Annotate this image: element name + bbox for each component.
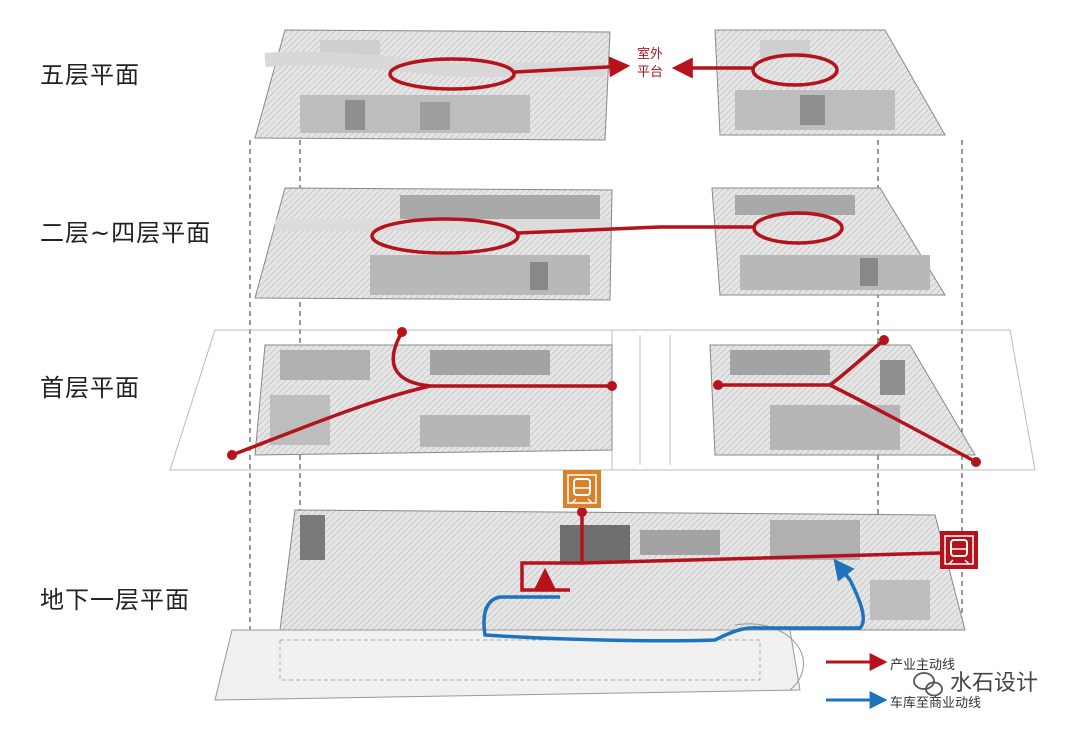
wechat-icon: [913, 672, 943, 697]
watermark: 水石设计: [913, 671, 1038, 697]
floor-5-route: [388, 53, 839, 91]
metro-train-icon: [940, 531, 978, 569]
callout-outdoor-line1: 室外: [637, 46, 663, 62]
floor-1-route: [231, 331, 977, 464]
floor-1-plan: [254, 344, 976, 456]
legend-garage-route-label: 车库至商业动线: [890, 695, 981, 711]
metro-left-node: [577, 507, 587, 517]
legend-main-route-label: 产业主动线: [890, 658, 955, 673]
floor-b1-garage-route: [482, 558, 865, 643]
callout-outdoor-line2: 平台: [637, 65, 663, 80]
floor-label-1f: 首层平面: [40, 374, 140, 402]
floor-label-5f: 五层平面: [40, 61, 140, 89]
floor-2-4-plan: [254, 187, 946, 301]
watermark-text: 水石设计: [950, 671, 1038, 696]
floor-1-route-nodes: [227, 327, 981, 467]
legend: 产业主动线 车库至商业动线: [826, 653, 981, 711]
metro-train-icon: [563, 470, 601, 508]
floor-2-4-route: [370, 211, 844, 255]
floor-label-2f-4f: 二层~四层平面: [40, 219, 212, 247]
floor-b1-main-route: [520, 510, 941, 592]
floor-5-plan: [254, 29, 946, 141]
floor-b1-plan: [214, 509, 966, 701]
floor-label-b1: 地下一层平面: [40, 586, 190, 614]
